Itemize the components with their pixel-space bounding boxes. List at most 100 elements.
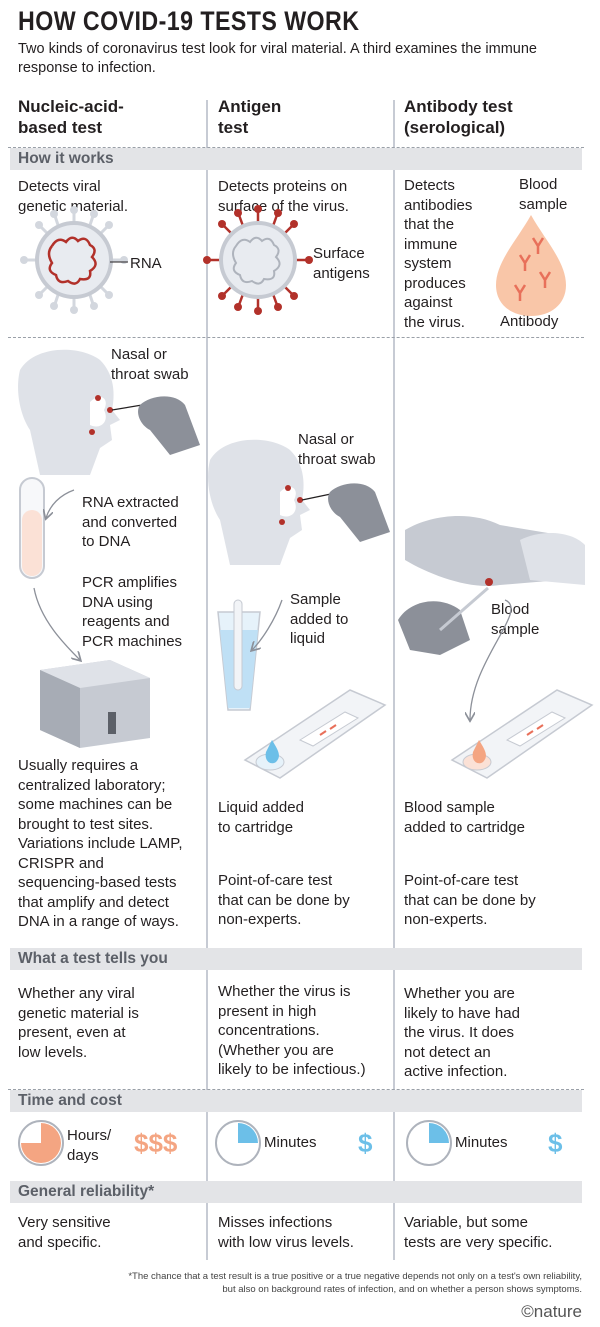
hand-icon: [405, 515, 585, 586]
text-line: likely to be infectious.): [218, 1061, 366, 1078]
cartridge-icon: [450, 689, 594, 779]
text-line: genetic material.: [18, 197, 129, 215]
text-line: Very sensitive: [18, 1214, 111, 1231]
text-line: CRISPR and: [18, 854, 104, 872]
text-line: likely to have had: [404, 1004, 520, 1022]
text-line: non-experts.: [404, 911, 488, 928]
footnote: *The chance that a test result is a true…: [128, 1270, 582, 1296]
heading-line: based test: [18, 118, 103, 137]
virus-rna-icon: [20, 206, 128, 314]
text-line: that the: [404, 216, 455, 233]
text-line: surface of the virus.: [218, 197, 349, 215]
dashed-separator: [8, 147, 584, 148]
column-heading-nucleic: Nucleic-acid- based test: [18, 96, 124, 138]
vial-icon: [217, 599, 261, 711]
text-line: Detects viral: [18, 178, 101, 195]
pcr-machine-icon: [40, 660, 150, 748]
virus-antigen-icon: [203, 205, 313, 315]
section-band-how: How it works: [10, 148, 582, 170]
text-line: low levels.: [18, 1043, 88, 1061]
text-line: system: [404, 255, 452, 272]
nature-logo: ©nature: [521, 1302, 582, 1321]
tells-antigen: Whether the virus is present in high con…: [218, 982, 366, 1080]
text-line: not detect an: [404, 1043, 491, 1061]
text-line: to DNA: [82, 533, 131, 550]
text-line: Blood: [491, 601, 530, 618]
text-line: that can be done by: [404, 891, 536, 909]
rna-extracted-label: RNA extracted and converted to DNA: [82, 493, 179, 552]
column-heading-antibody: Antibody test (serological): [404, 96, 513, 138]
blood-drop-icon: [496, 215, 566, 316]
hand-icon: [328, 483, 390, 542]
text-line: DNA using: [82, 593, 153, 611]
text-line: PCR amplifies: [82, 574, 178, 591]
text-line: centralized laboratory;: [18, 776, 166, 794]
text-line: Hours/: [67, 1127, 112, 1144]
clock-icon: [18, 1120, 64, 1166]
hand-icon: [398, 586, 489, 655]
text-line: Blood: [519, 176, 558, 193]
clock-fill: [238, 1123, 258, 1143]
reliability-antigen: Misses infections with low virus levels.: [218, 1213, 354, 1252]
blood-sample-label: Blood sample: [519, 175, 567, 214]
text-line: Point-of-care test: [218, 872, 333, 889]
section-label: General reliability*: [18, 1183, 155, 1200]
text-line: throat swab: [111, 365, 189, 383]
nucleic-note: Usually requires a centralized laborator…: [18, 756, 183, 932]
text-line: present in high: [218, 1002, 317, 1020]
text-line: PCR machines: [82, 632, 183, 650]
text-line: Nasal or: [298, 431, 354, 448]
text-line: genetic material is: [18, 1004, 139, 1022]
text-line: Whether you are: [404, 985, 515, 1002]
antigen-swab-label: Nasal or throat swab: [298, 430, 376, 469]
dashed-separator: [8, 337, 584, 338]
subtitle: Two kinds of coronavirus test look for v…: [18, 41, 537, 76]
text-line: present, even at: [18, 1024, 126, 1041]
section-band-tells: What a test tells you: [10, 948, 582, 970]
antibody-cost: $: [548, 1128, 563, 1158]
text-line: Liquid added: [218, 799, 304, 816]
cartridge-icon: [243, 689, 387, 779]
text-line: Detects proteins on: [218, 178, 348, 195]
heading-line: test: [218, 118, 249, 137]
text-line: immune: [404, 235, 458, 253]
arrow: [470, 599, 512, 720]
text-line: Usually requires a: [18, 757, 139, 774]
text-line: some machines can be: [18, 796, 173, 813]
reliability-nucleic: Very sensitive and specific.: [18, 1213, 111, 1252]
rna-label: RNA: [130, 255, 162, 272]
nucleic-swab-label: Nasal or throat swab: [111, 345, 189, 384]
dashed-separator: [8, 1089, 584, 1090]
clock-icon: [215, 1120, 261, 1166]
section-label: Time and cost: [18, 1092, 122, 1109]
nucleic-time-label: Hours/ days: [67, 1126, 111, 1165]
text-line: and specific.: [18, 1233, 102, 1251]
text-line: Variable, but some: [404, 1214, 528, 1231]
section-label: What a test tells you: [18, 950, 168, 967]
text-line: Whether any viral: [18, 985, 135, 1002]
hand-icon: [138, 396, 200, 455]
text-line: sample: [491, 620, 540, 638]
arrow: [33, 587, 80, 660]
text-line: DNA in a range of ways.: [18, 913, 179, 930]
text-line: Misses infections: [218, 1214, 333, 1231]
text-line: liquid: [290, 630, 326, 647]
text-line: brought to test sites.: [18, 815, 154, 833]
tells-antibody: Whether you are likely to have had the v…: [404, 984, 520, 1082]
arrow: [252, 599, 283, 650]
section-band-time: Time and cost: [10, 1090, 582, 1112]
text-line: produces: [404, 274, 466, 292]
text-line: the virus.: [404, 313, 465, 331]
reliability-antibody: Variable, but some tests are very specif…: [404, 1213, 552, 1252]
antibody-note: Point-of-care test that can be done by n…: [404, 871, 536, 930]
column-divider: [206, 100, 208, 1260]
text-line: Detects: [404, 177, 455, 194]
text-line: the virus. It does: [404, 1024, 515, 1041]
text-line: added to cartridge: [404, 818, 525, 836]
text-line: Surface: [313, 245, 365, 262]
how-nucleic-text: Detects viral genetic material.: [18, 177, 128, 216]
clock-icon: [406, 1120, 452, 1166]
page-title: HOW COVID-19 TESTS WORK: [18, 6, 360, 36]
clock-fill: [429, 1123, 449, 1143]
